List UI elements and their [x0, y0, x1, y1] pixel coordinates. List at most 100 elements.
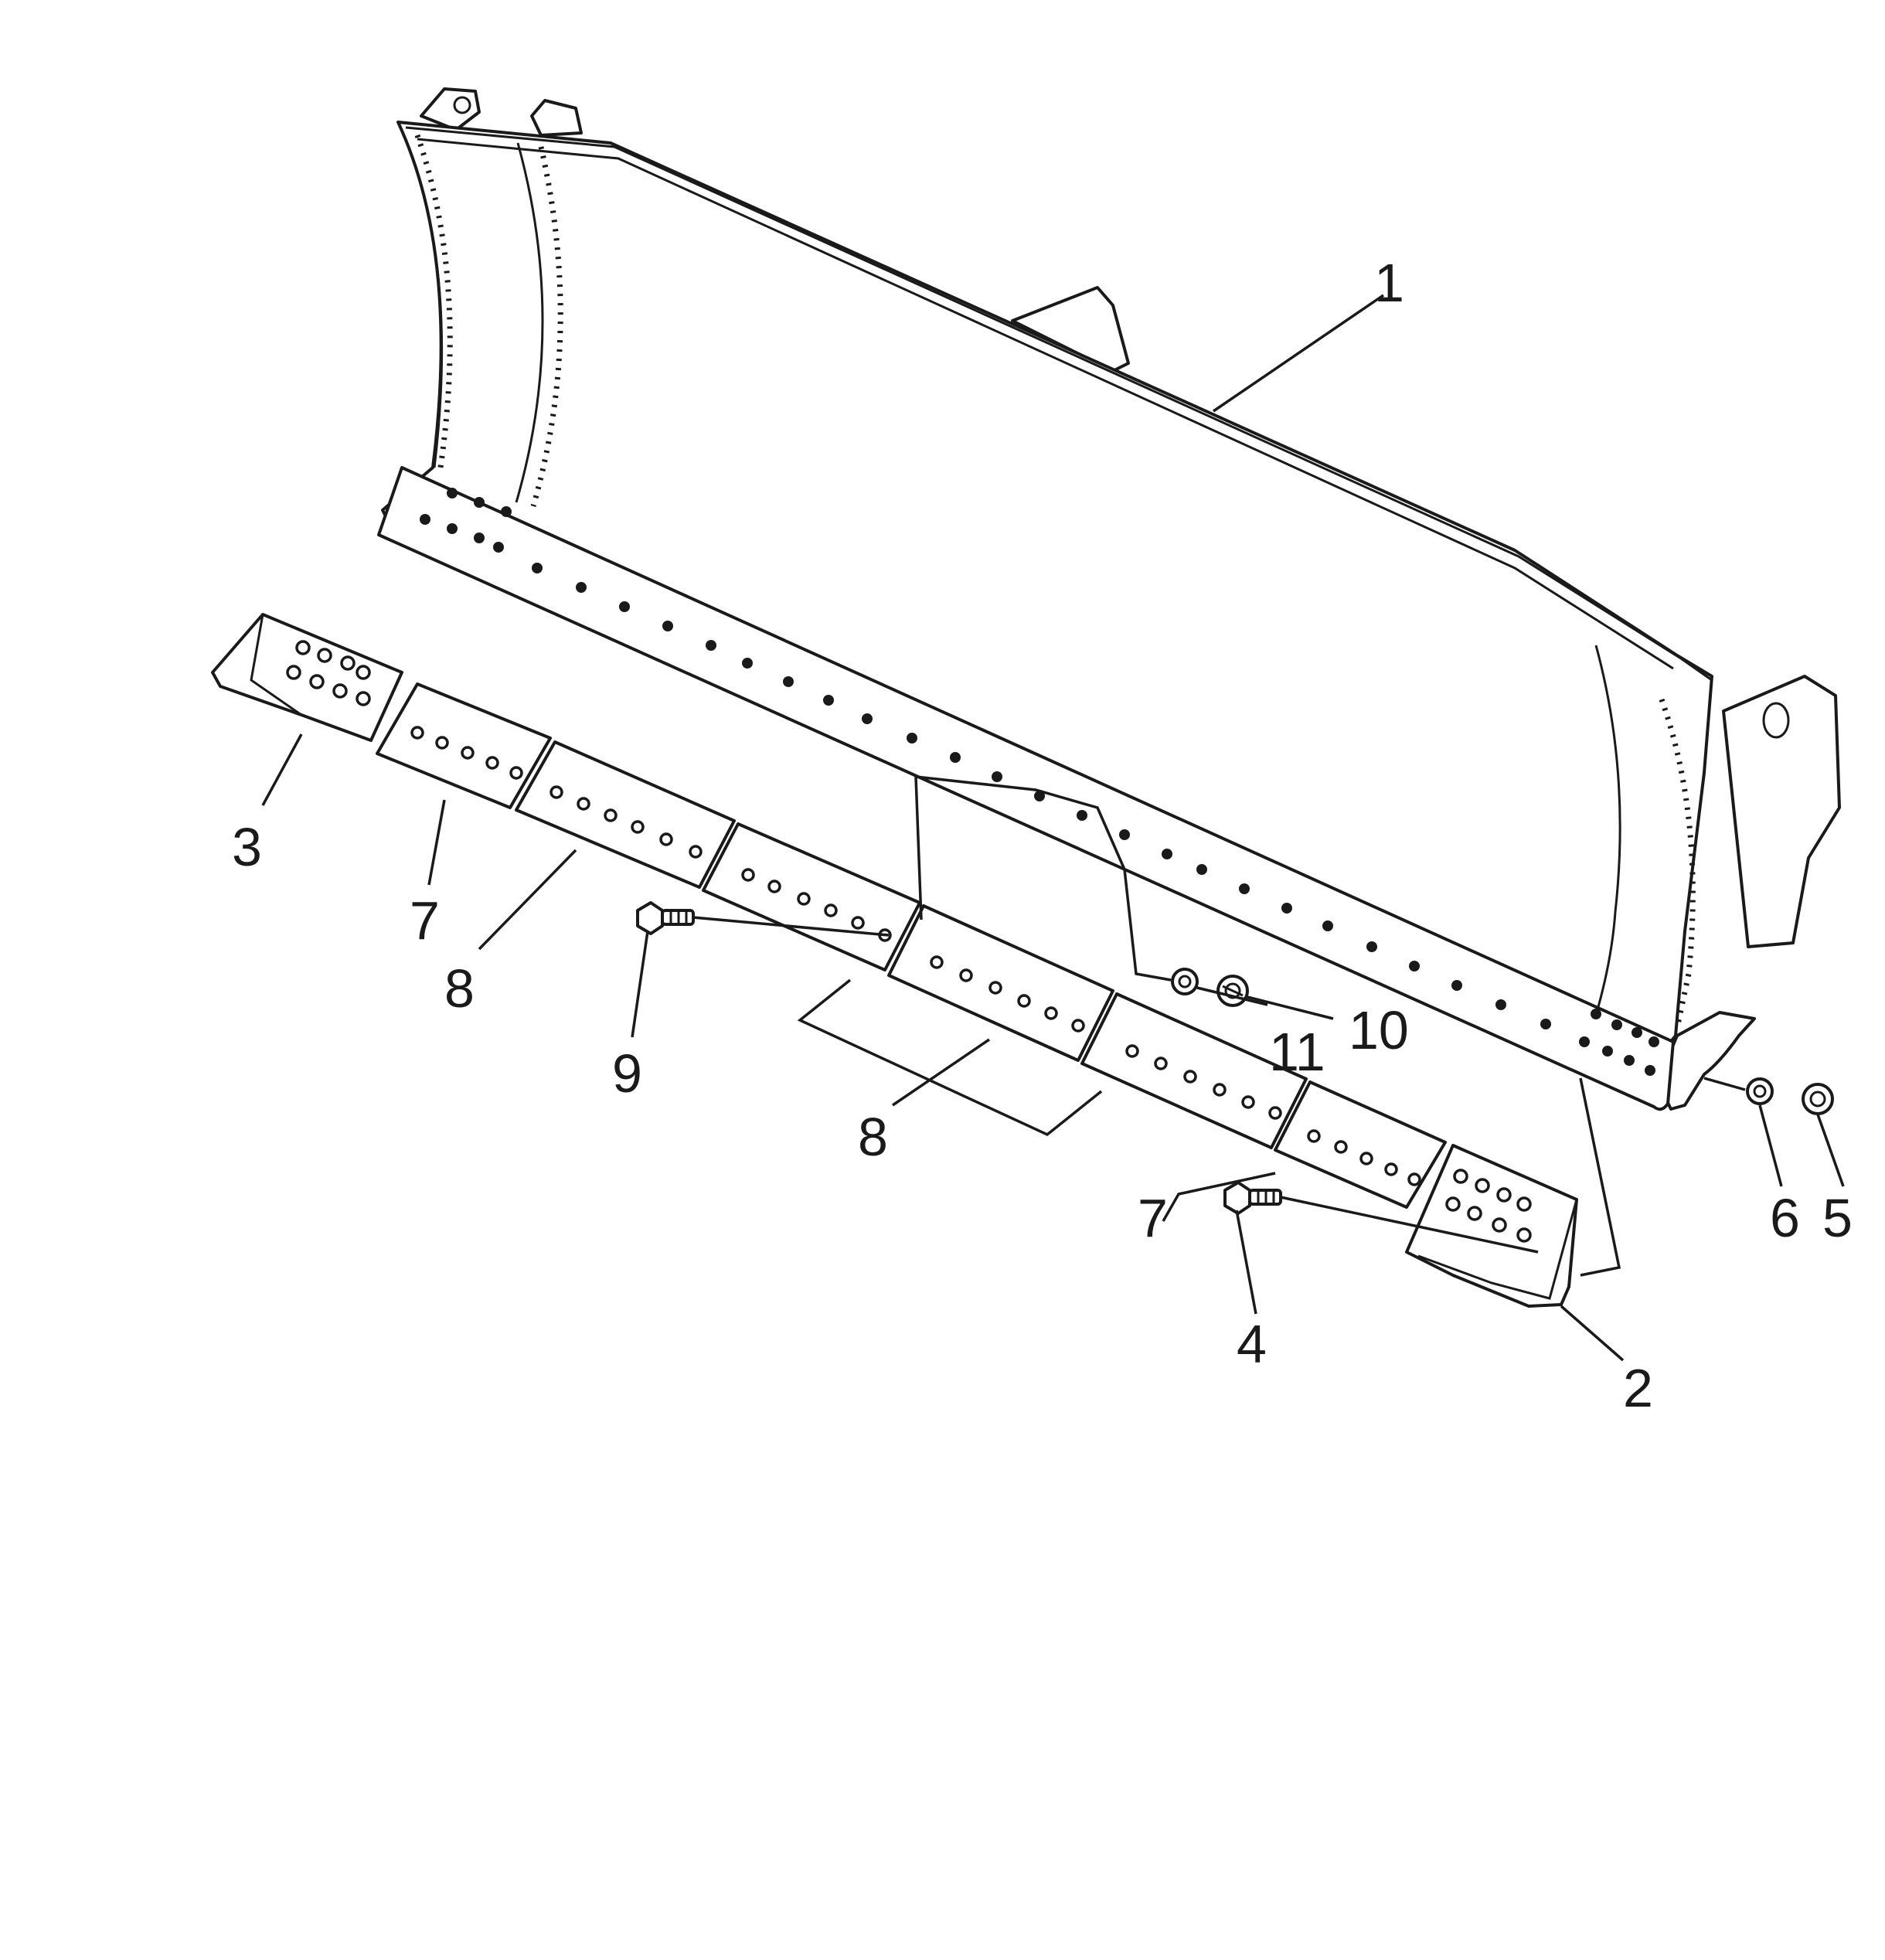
bolt-hole — [309, 674, 325, 689]
flange-hole — [1196, 864, 1207, 875]
blade-assembly — [377, 87, 1841, 1111]
flange-hole — [1162, 849, 1172, 859]
bolt-hole — [604, 808, 618, 822]
leader-2 — [1560, 1305, 1625, 1362]
bolt-hole — [1492, 1217, 1507, 1233]
left-lug-hole — [453, 96, 471, 114]
callout-5: 5 — [1822, 1188, 1853, 1248]
plow-bolt-left — [636, 901, 695, 935]
left-end-bit — [211, 613, 403, 742]
bolt-hole — [1334, 1140, 1348, 1154]
bolt-hole — [1453, 1169, 1468, 1184]
base-flange-top-edge — [401, 466, 1674, 1043]
flange-hole — [447, 523, 458, 534]
bolt-hole — [959, 968, 973, 982]
bolt-hole — [317, 648, 332, 663]
bolt-hole — [1516, 1227, 1532, 1243]
bolt-hole — [1516, 1196, 1532, 1212]
bolt-hole — [659, 832, 673, 846]
flange-hole — [1322, 920, 1333, 931]
edge-holes — [930, 955, 1085, 1033]
cutting-edge-short-right — [1274, 1080, 1447, 1209]
center-edge-bracket — [797, 978, 1103, 1137]
bolt-hole — [631, 820, 645, 834]
bolt-hole — [1359, 1152, 1373, 1165]
right-end-bit-holes — [1445, 1169, 1532, 1243]
bolt-hole — [1071, 1019, 1085, 1033]
bolt-hole — [509, 766, 523, 780]
flange-hole — [576, 582, 587, 593]
nut10-line — [1247, 995, 1334, 1020]
bolt-hole — [356, 665, 371, 680]
flange-hole — [1624, 1055, 1635, 1066]
flange-hole — [1540, 1019, 1551, 1029]
bolt-hole — [1213, 1083, 1227, 1097]
right-assembly-bracket — [1579, 1077, 1621, 1277]
leader-7b — [1162, 1172, 1276, 1222]
right-end-wing — [1656, 1011, 1756, 1111]
flange-hole — [474, 533, 485, 543]
leader-5 — [1816, 1114, 1845, 1187]
bolt-hole — [689, 845, 703, 859]
bolt-hole — [1017, 994, 1031, 1008]
bolt-hole — [1467, 1206, 1482, 1221]
cutting-edge-long-left-2 — [702, 822, 921, 971]
bracket-pin-hole — [1762, 702, 1790, 739]
flange-hole — [1077, 810, 1087, 821]
callout-8a: 8 — [444, 958, 475, 1019]
edge-holes — [550, 785, 703, 859]
left-end-bit-holes — [286, 640, 371, 706]
left-side-edge — [396, 121, 444, 468]
callout-2: 2 — [1623, 1358, 1653, 1418]
bolt-hole — [286, 665, 301, 680]
bolt-hole — [1384, 1162, 1398, 1176]
bolt-hole — [1268, 1106, 1282, 1120]
callout-7a: 7 — [410, 890, 440, 951]
callout-6: 6 — [1770, 1188, 1800, 1248]
right-nut-line — [1703, 1077, 1746, 1091]
bolt-hole — [550, 785, 563, 799]
callout-8b: 8 — [858, 1107, 888, 1167]
center-assembly-line-left — [914, 776, 923, 920]
flange-hole — [1645, 1065, 1655, 1076]
callout-7b: 7 — [1138, 1188, 1168, 1248]
bolt-hole — [1475, 1178, 1490, 1193]
bolt-hole — [797, 892, 811, 906]
right-end-plate-curve — [1591, 645, 1621, 1029]
callout-11: 11 — [1269, 1022, 1325, 1082]
lock-washer-right — [1746, 1077, 1774, 1105]
bolt-hole — [461, 746, 475, 760]
bolt-hole — [485, 756, 499, 770]
bolt9-to-flange — [692, 916, 890, 937]
bolt-hole — [1307, 1129, 1321, 1143]
flange-hole — [1281, 903, 1292, 914]
bolt-hole — [1183, 1070, 1197, 1084]
leader-lines — [261, 294, 1845, 1362]
callout-4: 4 — [1237, 1314, 1267, 1374]
bolt-hole — [1125, 1044, 1139, 1058]
cutting-edge-long-left-1 — [515, 740, 736, 889]
bolt-hole — [295, 640, 311, 655]
flange-hole — [1409, 961, 1420, 971]
bolt-hole — [851, 916, 865, 930]
leader-9 — [631, 931, 649, 1038]
center-assembly-line — [915, 775, 1172, 982]
bolt-hole — [340, 655, 356, 671]
callout-10: 10 — [1349, 1000, 1409, 1060]
bolt-hole — [1241, 1095, 1255, 1109]
flange-hole — [1239, 883, 1250, 894]
flange-hole — [1602, 1046, 1613, 1057]
edge-holes — [410, 726, 523, 780]
bolt-hole — [1154, 1057, 1168, 1070]
bolt-hole — [1044, 1006, 1058, 1020]
bolt-hole — [1407, 1172, 1421, 1186]
flange-hole — [619, 601, 630, 612]
left-end-plate-top — [530, 99, 583, 137]
flange-holes — [420, 488, 1659, 1076]
top-rail — [405, 126, 1713, 682]
flange-hole — [493, 542, 504, 553]
flange-hole — [992, 771, 1002, 782]
cutting-edge-center-2 — [1080, 992, 1308, 1149]
bolt-hole — [930, 955, 944, 969]
